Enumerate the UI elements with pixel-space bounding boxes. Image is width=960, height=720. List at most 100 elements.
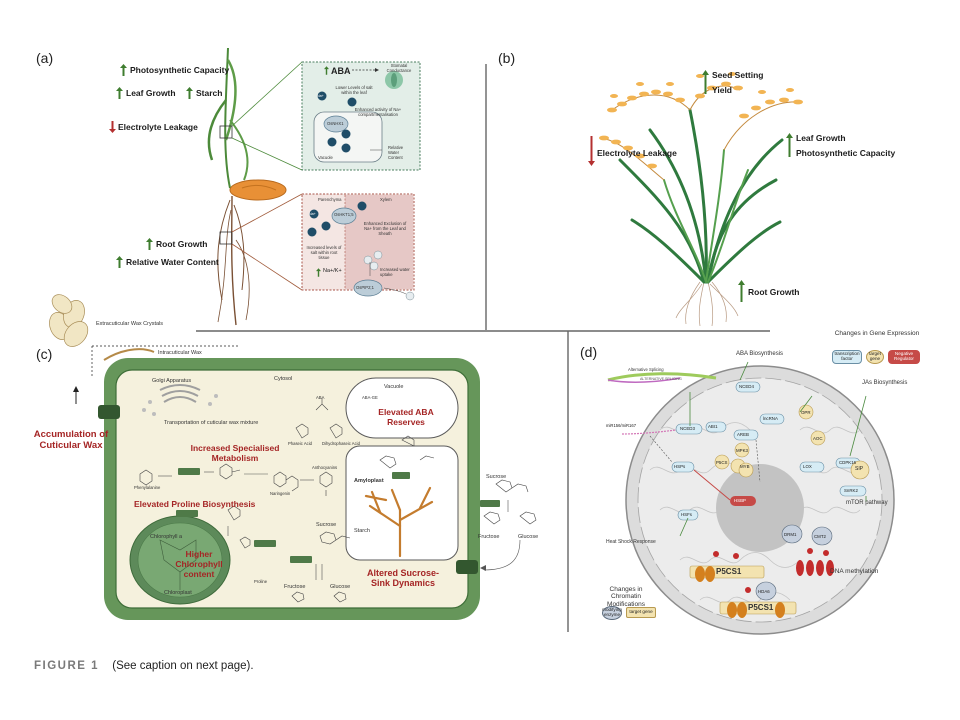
c-amyloplast: Amyloplast xyxy=(354,478,384,484)
a-relative-water-content: Relative Water Content xyxy=(126,257,219,267)
d-gene-hda: HDA6 xyxy=(758,589,770,594)
up-arrow-icon xyxy=(738,280,745,302)
b-electrolyte-leakage: Electrolyte Leakage xyxy=(597,148,677,158)
figure-caption-text: (See caption on next page). xyxy=(112,660,254,672)
d-jas-biosynthesis: JAs Biosynthesis xyxy=(862,380,908,386)
d-gene-abi: ABI1 xyxy=(708,424,718,429)
c-fructose-out: Fructose xyxy=(478,534,500,540)
up-arrow-icon xyxy=(324,66,329,75)
c-phaseic: Phaseic Acid xyxy=(288,441,312,446)
c-chlorophyll-a: Chlorophyll a xyxy=(150,534,183,540)
c-sucrose: Sucrose xyxy=(316,522,337,528)
a-electrolyte-leakage: Electrolyte Leakage xyxy=(118,122,198,132)
a-leaf-growth: Leaf Growth xyxy=(126,88,176,98)
c-higher-chlorophyll: Higher Chlorophyll content xyxy=(175,549,223,579)
panel-letter-b: (b) xyxy=(498,50,516,66)
d-legend-modifying: modifying enzyme xyxy=(602,606,622,620)
root-inset-aquaporin: OsPIP2;1 xyxy=(356,285,374,290)
c-vacuole: Vacuole xyxy=(384,384,404,390)
d-gene-cdpk: CDPK16 xyxy=(839,460,857,465)
c-glucose-out: Glucose xyxy=(518,534,539,540)
d-legend-tf: transcription factor xyxy=(832,350,862,364)
up-arrow-icon xyxy=(146,238,153,250)
d-gene-p5cs: P5CS xyxy=(716,460,728,465)
c-fructose: Fructose xyxy=(284,584,306,590)
b-yield: Yield xyxy=(712,85,732,95)
d-legend-negative: Negative Regulator xyxy=(888,350,920,364)
root-inset-xylem: Xylem xyxy=(380,197,392,202)
leaf-inset-aba: ABA xyxy=(331,66,351,76)
b-leaf-growth: Leaf Growth xyxy=(796,133,846,143)
root-inset-ratio: Na+/K+ xyxy=(323,268,342,274)
d-gene-opr: OPR xyxy=(801,410,811,415)
panel-d-nucleus xyxy=(607,361,895,635)
c-chloroplast: Chloroplast xyxy=(164,590,192,596)
d-heat-shock: Heat Shock Response xyxy=(606,539,656,545)
figure-label: FIGURE 1 xyxy=(34,660,100,672)
c-sucrose-out: Sucrose xyxy=(486,474,507,480)
a-starch: Starch xyxy=(196,88,223,98)
c-dihydrophaseic: Dihydrophaseic Acid xyxy=(322,441,360,446)
d-dna-methylation: DNA methylation xyxy=(830,568,879,575)
d-gene-ddm1: DRM1 xyxy=(784,532,797,537)
c-aba-small: ABA xyxy=(316,395,325,400)
d-gene-myb: MYB xyxy=(740,464,750,469)
d-gene-nced4: NCED4 xyxy=(739,384,754,389)
root-inset-parenchyma: Parenchyma xyxy=(318,197,342,202)
d-gene-sip: SIP xyxy=(855,466,864,472)
c-golgi: Golgi Apparatus xyxy=(152,378,192,384)
panel-c-cell xyxy=(49,294,537,620)
leaf-inset-transporter: OsNHX1 xyxy=(327,121,344,126)
up-arrow-icon xyxy=(702,70,709,94)
d-gene-mpk: MPK3 xyxy=(736,448,748,453)
root-inset-transporter: OsHKT1;5 xyxy=(334,212,354,217)
root-inset-increased-salt: Increased levels of salt within root tis… xyxy=(306,245,342,260)
d-legend-target2: target gene xyxy=(626,607,656,618)
b-root-growth: Root Growth xyxy=(748,287,800,297)
up-arrow-icon xyxy=(786,133,793,157)
figure-caption: FIGURE 1 (See caption on next page). xyxy=(34,660,254,672)
panel-b-plant xyxy=(599,72,803,327)
root-inset-exclusion: Enhanced Exclusion of Na+ from the Leaf … xyxy=(363,221,407,236)
c-altered-sucrose: Altered Sucrose-Sink Dynamics xyxy=(366,568,440,589)
c-glucose: Glucose xyxy=(330,584,351,590)
d-splice-label: ALTERNATIVE SPLICING xyxy=(640,377,682,381)
c-proline: Proline xyxy=(254,579,268,584)
d-gene-hsfs: HSFs xyxy=(681,512,692,517)
d-gene-mir: miR156/miR167 xyxy=(606,423,637,428)
c-naringenin: Naringenin xyxy=(270,491,291,496)
up-arrow-icon xyxy=(116,256,123,268)
panel-letter-d: (d) xyxy=(580,344,598,360)
d-p5cs1: P5CS1 xyxy=(716,567,742,576)
c-extracuticular-wax: Extracuticular Wax Crystals xyxy=(96,321,164,327)
panel-letter-c: (c) xyxy=(36,346,53,362)
up-arrow-icon xyxy=(120,64,127,76)
d-gene-lncrna: lncRNA xyxy=(763,416,778,421)
up-arrow-icon xyxy=(186,87,193,99)
d-gene-aox: AOC xyxy=(813,436,823,441)
root-inset-water-uptake: Increased water uptake xyxy=(380,267,410,277)
c-anthocyanins: Anthocyanins xyxy=(312,465,338,470)
leaf-inset-compartmentalisation: Enhanced activity of Na+ compartmentalis… xyxy=(354,107,402,117)
d-gene-neg: HSBP xyxy=(734,498,746,503)
root-inset xyxy=(301,193,415,301)
d-changes-gene-expression: Changes in Gene Expression xyxy=(834,330,920,337)
panel-letter-a: (a) xyxy=(36,50,54,66)
d-changes-chromatin: Changes in Chromatin Modifications xyxy=(607,586,645,608)
c-cytosol: Cytosol xyxy=(274,376,293,382)
d-gene-snrk: SnRK2 xyxy=(844,488,858,493)
leaf-inset-vacuole: Vacuole xyxy=(318,155,333,160)
d-gene-lox: LOX xyxy=(803,464,812,469)
c-accumulation-cuticular-wax: Accumulation of Cuticular Wax xyxy=(33,429,109,451)
c-elevated-proline: Elevated Proline Biosynthesis xyxy=(134,499,256,509)
d-legend-target: target gene xyxy=(866,350,884,364)
d-mtor: mTOR pathway xyxy=(846,500,888,506)
leaf-inset-lower-salt: Lower Levels of salt within the leaf xyxy=(335,85,373,95)
d-p5cs1-b: P5CS1 xyxy=(748,603,774,612)
d-gene-areb: AREB xyxy=(737,432,749,437)
leaf-inset-ion: Na+ xyxy=(317,94,324,98)
leaf-inset-stomatal: Stomatal Conductance xyxy=(386,63,412,73)
d-aba-biosynthesis: ABA Biosynthesis xyxy=(736,351,784,357)
c-starch: Starch xyxy=(354,528,370,534)
